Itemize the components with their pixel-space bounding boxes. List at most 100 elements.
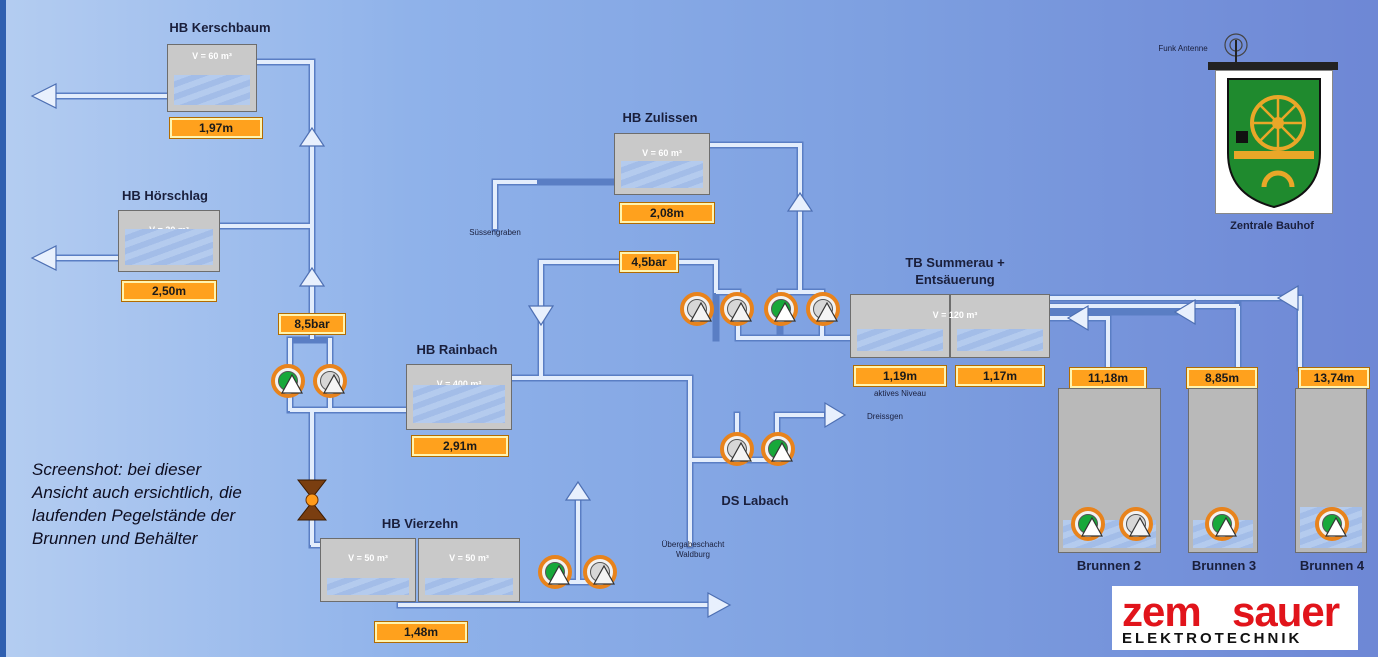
title-vierzehn: HB Vierzehn (381, 516, 459, 531)
title-hoerschlag: HB Hörschlag (122, 188, 208, 203)
level-brunnen-2: 11,18m (1069, 367, 1147, 389)
pump-zulissen-2[interactable] (720, 292, 754, 326)
label-dreissgen: Dreissgen (866, 412, 903, 421)
flow-arrow-up-zulissen (786, 191, 814, 212)
tank-hoerschlag[interactable]: V = 30 m³ (118, 210, 220, 272)
logo-word-sauer: sauer (1232, 588, 1340, 635)
pump-icon (322, 373, 346, 394)
flow-arrow-up-kerschbaum (298, 126, 326, 147)
pump-icon (815, 301, 839, 322)
label-suessengraben: Süssengraben (469, 228, 521, 237)
flow-arrow-left-hoerschlag (30, 245, 57, 271)
level-summerau-left: 1,19m (853, 365, 947, 387)
pump-icon (1080, 516, 1104, 537)
pump-brunnen-2-2[interactable] (1119, 507, 1153, 541)
tank-rainbach[interactable]: V = 400 m³ (406, 364, 512, 430)
pump-zulissen-3[interactable] (764, 292, 798, 326)
flow-arrow-left-brunnen4 (1276, 284, 1299, 312)
pump-icon (689, 301, 713, 322)
company-logo: zem sauer ELEKTROTECHNIK (1112, 586, 1358, 650)
level-brunnen-3: 8,85m (1186, 367, 1258, 389)
tank-zulissen[interactable]: V = 60 m³ (614, 133, 710, 195)
tank-water-level (621, 161, 703, 188)
flow-arrow-left-brunnen2 (1066, 304, 1089, 332)
pump-vierzehn-2[interactable] (583, 555, 617, 589)
label-antenna: Funk Antenne (1158, 44, 1208, 53)
tank-volume: V = 50 m³ (449, 553, 489, 563)
pressure-main: 8,5bar (278, 313, 346, 335)
pump-icon (280, 373, 304, 394)
pump-icon (1324, 516, 1348, 537)
pump-icon (729, 301, 753, 322)
pump-icon (1214, 516, 1238, 537)
pump-icon (729, 441, 753, 462)
pump-labach-1[interactable] (720, 432, 754, 466)
tank-volume: V = 60 m³ (642, 148, 682, 158)
label-uebergabe-line1: Übergabeschacht (661, 540, 725, 549)
valve-icon[interactable] (296, 479, 328, 521)
tank-water-level (857, 329, 943, 351)
window-edge (0, 0, 6, 657)
level-kerschbaum: 1,97m (169, 117, 263, 139)
tank-kerschbaum[interactable]: V = 60 m³ (167, 44, 257, 112)
level-summerau-right: 1,17m (955, 365, 1045, 387)
logo-word-zem: zem (1122, 588, 1202, 635)
tank-volume-summerau: V = 120 m³ (932, 310, 978, 320)
pump-icon (592, 564, 616, 585)
pump-icon (770, 441, 794, 462)
tank-water-level (957, 329, 1043, 351)
label-uebergabe: Übergabeschacht Waldburg (638, 540, 748, 560)
tank-volume: V = 50 m³ (348, 553, 388, 563)
pump-icon (773, 301, 797, 322)
logo-word-elektrotechnik: ELEKTROTECHNIK (1122, 630, 1303, 647)
tank-vierzehn-right[interactable]: V = 50 m³ (418, 538, 520, 602)
tank-volume: V = 400 m³ (407, 379, 511, 389)
pump-hoerschlag-2[interactable] (313, 364, 347, 398)
pump-brunnen-2-1[interactable] (1071, 507, 1105, 541)
flow-arrow-left-brunnen3 (1173, 298, 1196, 326)
level-zulissen: 2,08m (619, 202, 715, 224)
pump-icon (1128, 516, 1152, 537)
pump-zulissen-4[interactable] (806, 292, 840, 326)
tank-vierzehn-left[interactable]: V = 50 m³ (320, 538, 416, 602)
level-rainbach: 2,91m (411, 435, 509, 457)
flow-arrow-right-vierzehn (707, 591, 732, 619)
title-zulissen: HB Zulissen (622, 110, 698, 125)
flow-arrow-up-vierzehn (564, 480, 592, 501)
pump-vierzehn-1[interactable] (538, 555, 572, 589)
pump-zulissen-1[interactable] (680, 292, 714, 326)
pump-brunnen-3[interactable] (1205, 507, 1239, 541)
tank-water-level (327, 577, 409, 595)
level-hoerschlag: 2,50m (121, 280, 217, 302)
pump-icon (547, 564, 571, 585)
level-brunnen-4: 13,74m (1298, 367, 1370, 389)
title-brunnen-2: Brunnen 2 (1076, 558, 1142, 573)
title-summerau-line1: TB Summerau + (905, 255, 1005, 270)
title-brunnen-4: Brunnen 4 (1299, 558, 1365, 573)
pump-labach-2[interactable] (761, 432, 795, 466)
title-summerau: TB Summerau + Entsäuerung (875, 254, 1035, 288)
title-rainbach: HB Rainbach (416, 342, 498, 357)
title-summerau-line2: Entsäuerung (915, 272, 995, 287)
tank-summerau-right[interactable] (950, 294, 1050, 358)
title-labach: DS Labach (721, 493, 789, 508)
level-vierzehn: 1,48m (374, 621, 468, 643)
tank-water-level (413, 384, 505, 423)
crest-icon (1215, 70, 1333, 214)
pump-brunnen-4[interactable] (1315, 507, 1349, 541)
pressure-zulissen: 4,5bar (619, 251, 679, 273)
title-bauhof: Zentrale Bauhof (1230, 220, 1314, 232)
flow-arrow-left-kerschbaum (30, 83, 57, 109)
flow-arrow-down-rainbach (527, 305, 555, 327)
title-brunnen-3: Brunnen 3 (1191, 558, 1257, 573)
tank-summerau-left[interactable] (850, 294, 950, 358)
antenna-icon (1224, 33, 1248, 62)
pump-hoerschlag-1[interactable] (271, 364, 305, 398)
label-active-level: aktives Niveau (873, 389, 927, 398)
flow-arrow-right-dreissgen (824, 401, 847, 429)
title-kerschbaum: HB Kerschbaum (169, 20, 271, 35)
screenshot-note: Screenshot: bei dieser Ansicht auch ersi… (32, 460, 242, 548)
roof-bar (1208, 62, 1338, 70)
